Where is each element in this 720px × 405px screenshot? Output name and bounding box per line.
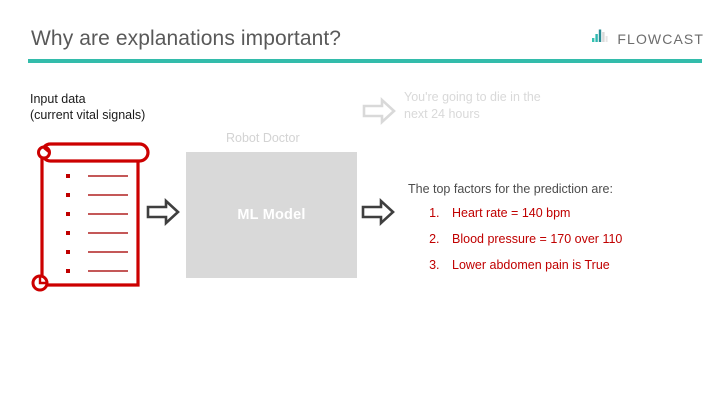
list-item: Lower abdomen pain is True <box>443 258 622 272</box>
input-data-label: Input data (current vital signals) <box>30 91 145 123</box>
robot-doctor-caption: Robot Doctor <box>226 131 300 145</box>
brand-wordmark: FLOWCAST <box>617 31 704 47</box>
factor-text: Lower abdomen pain is True <box>452 258 610 272</box>
page-title: Why are explanations important? <box>31 27 342 50</box>
factor-text: Blood pressure = 170 over 110 <box>452 232 623 246</box>
prediction-text: You're going to die in the next 24 hours <box>404 90 541 121</box>
right-block-arrow-icon-input-to-model <box>146 198 180 231</box>
list-item: Heart rate = 140 bpm <box>443 206 622 220</box>
factor-text: Heart rate = 140 bpm <box>452 206 571 220</box>
brand-logo: FLOWCAST <box>592 28 704 50</box>
ml-model-box: ML Model <box>186 152 357 278</box>
title-divider <box>28 59 702 63</box>
scroll-document-icon <box>30 140 152 292</box>
factors-heading: The top factors for the prediction are: <box>408 182 613 196</box>
right-block-arrow-icon-model-to-prediction <box>362 97 396 130</box>
waveform-icon <box>592 28 612 50</box>
input-data-label-line1: Input data <box>30 92 86 106</box>
ml-model-label: ML Model <box>237 207 306 223</box>
right-block-arrow-icon-model-to-output <box>361 198 395 231</box>
input-data-label-line2: (current vital signals) <box>30 108 146 122</box>
list-item: Blood pressure = 170 over 110 <box>443 232 622 246</box>
factors-list: Heart rate = 140 bpm Blood pressure = 17… <box>421 206 622 284</box>
